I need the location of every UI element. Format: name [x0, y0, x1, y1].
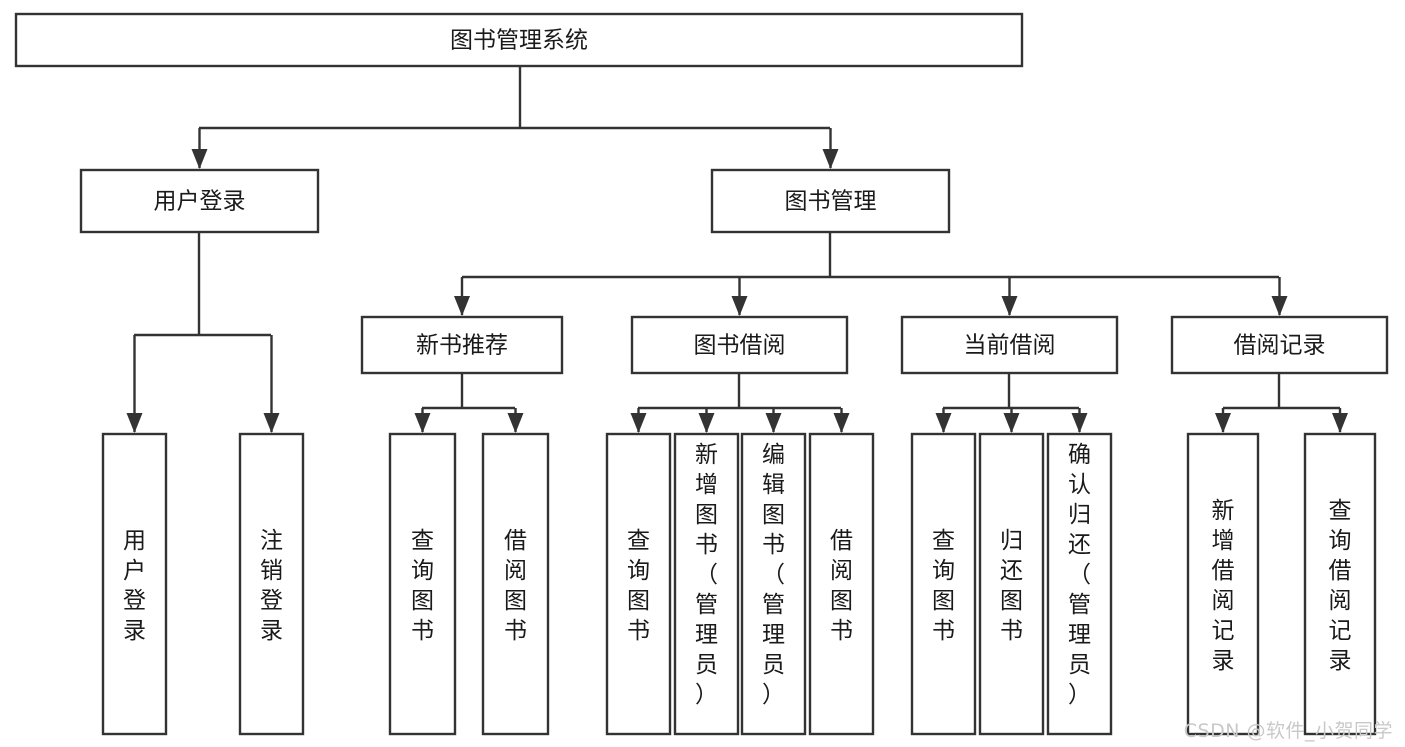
arrow-head-icon: [731, 296, 748, 316]
node-leaf-5-新增图书管理员-label: 新增图书（管理员）: [695, 442, 718, 708]
arrow-head-icon: [698, 413, 715, 433]
node-leaf-1-注销登录-label: 注销登录: [260, 528, 283, 644]
node-level2-当前借阅-label: 当前借阅: [964, 333, 1056, 359]
arrow-head-icon: [1271, 296, 1288, 316]
node-leaf-10-确认归还管理员[interactable]: 确认归还（管理员）: [1046, 432, 1113, 736]
node-level1-用户登录-label: 用户登录: [154, 189, 246, 215]
arrow-head-icon: [1001, 296, 1018, 316]
csdn-watermark: CSDN @软件_小贺同学: [1183, 720, 1393, 742]
node-level2-当前借阅[interactable]: 当前借阅: [900, 315, 1119, 375]
node-leaf-6-编辑图书管理员-box[interactable]: [740, 432, 807, 736]
node-leaf-4-查询图书-box[interactable]: [605, 432, 672, 736]
node-level2-图书借阅[interactable]: 图书借阅: [630, 315, 849, 375]
node-leaf-4-查询图书-label: 查询图书: [627, 528, 650, 644]
node-leaf-2-查询图书-label: 查询图书: [411, 528, 434, 644]
node-leaf-11-新增借阅记录-label: 新增借阅记录: [1212, 498, 1235, 674]
arrow-head-icon: [1332, 413, 1348, 433]
node-leaf-6-编辑图书管理员-label: 编辑图书（管理员）: [762, 442, 785, 708]
node-leaf-9-归还图书-label: 归还图书: [1000, 528, 1023, 644]
arrow-head-icon: [1003, 413, 1020, 433]
arrow-head-icon: [822, 149, 839, 169]
node-leaf-1-注销登录[interactable]: 注销登录: [238, 432, 305, 736]
node-leaf-10-确认归还管理员-box[interactable]: [1046, 432, 1113, 736]
node-leaf-8-查询图书-box[interactable]: [910, 432, 977, 736]
node-leaf-12-查询借阅记录-box[interactable]: [1303, 432, 1377, 736]
arrow-head-icon: [765, 413, 782, 433]
node-leaf-3-借阅图书[interactable]: 借阅图书: [481, 432, 550, 736]
node-level1-用户登录[interactable]: 用户登录: [79, 168, 320, 234]
node-leaf-8-查询图书-label: 查询图书: [932, 528, 955, 644]
node-leaf-5-新增图书管理员[interactable]: 新增图书（管理员）: [673, 432, 740, 736]
node-leaf-7-借阅图书-label: 借阅图书: [830, 528, 853, 644]
node-level1-图书管理-label: 图书管理: [785, 189, 877, 215]
node-leaf-7-借阅图书-box[interactable]: [808, 432, 875, 736]
node-level2-当前借阅-box[interactable]: [900, 315, 1119, 375]
arrow-head-icon: [833, 413, 850, 433]
node-leaf-0-用户登录-label: 用户登录: [123, 528, 146, 644]
node-level2-图书借阅-box[interactable]: [630, 315, 849, 375]
nodes-layer: 图书管理系统用户登录图书管理新书推荐图书借阅当前借阅借阅记录用户登录注销登录查询…: [14, 12, 1389, 736]
node-root-图书管理系统[interactable]: 图书管理系统: [14, 12, 1024, 68]
node-leaf-2-查询图书[interactable]: 查询图书: [388, 432, 457, 736]
node-leaf-4-查询图书[interactable]: 查询图书: [605, 432, 672, 736]
arrow-head-icon: [935, 413, 952, 433]
node-level2-借阅记录-box[interactable]: [1170, 315, 1389, 375]
arrow-head-icon: [630, 413, 647, 433]
node-root-图书管理系统-box[interactable]: [14, 12, 1024, 68]
node-level1-用户登录-box[interactable]: [79, 168, 320, 234]
node-level2-借阅记录-label: 借阅记录: [1234, 333, 1326, 359]
node-root-图书管理系统-label: 图书管理系统: [450, 28, 588, 54]
arrow-head-icon: [1071, 413, 1088, 433]
node-leaf-7-借阅图书[interactable]: 借阅图书: [808, 432, 875, 736]
node-leaf-1-注销登录-box[interactable]: [238, 432, 305, 736]
node-level2-图书借阅-label: 图书借阅: [694, 333, 786, 359]
node-leaf-11-新增借阅记录-box[interactable]: [1186, 432, 1260, 736]
node-leaf-0-用户登录[interactable]: 用户登录: [101, 432, 168, 736]
node-leaf-12-查询借阅记录-label: 查询借阅记录: [1329, 498, 1352, 674]
node-leaf-0-用户登录-box[interactable]: [101, 432, 168, 736]
node-level2-新书推荐-box[interactable]: [360, 315, 564, 375]
node-leaf-6-编辑图书管理员[interactable]: 编辑图书（管理员）: [740, 432, 807, 736]
edges-layer: [126, 66, 1348, 433]
arrow-head-icon: [414, 413, 431, 433]
node-leaf-11-新增借阅记录[interactable]: 新增借阅记录: [1186, 432, 1260, 736]
node-leaf-5-新增图书管理员-box[interactable]: [673, 432, 740, 736]
node-leaf-2-查询图书-box[interactable]: [388, 432, 457, 736]
node-level1-图书管理-box[interactable]: [710, 168, 951, 234]
arrow-head-icon: [126, 413, 143, 433]
node-leaf-12-查询借阅记录[interactable]: 查询借阅记录: [1303, 432, 1377, 736]
node-leaf-9-归还图书-box[interactable]: [978, 432, 1045, 736]
node-leaf-3-借阅图书-box[interactable]: [481, 432, 550, 736]
node-leaf-8-查询图书[interactable]: 查询图书: [910, 432, 977, 736]
arrow-head-icon: [1215, 413, 1231, 433]
node-level1-图书管理[interactable]: 图书管理: [710, 168, 951, 234]
node-leaf-9-归还图书[interactable]: 归还图书: [978, 432, 1045, 736]
node-leaf-10-确认归还管理员-label: 确认归还（管理员）: [1068, 442, 1091, 708]
node-leaf-3-借阅图书-label: 借阅图书: [504, 528, 527, 644]
arrow-head-icon: [454, 296, 470, 316]
node-level2-新书推荐[interactable]: 新书推荐: [360, 315, 564, 375]
node-level2-新书推荐-label: 新书推荐: [416, 333, 508, 359]
arrow-head-icon: [191, 149, 208, 169]
arrow-head-icon: [263, 413, 280, 433]
arrow-head-icon: [507, 413, 524, 433]
node-level2-借阅记录[interactable]: 借阅记录: [1170, 315, 1389, 375]
